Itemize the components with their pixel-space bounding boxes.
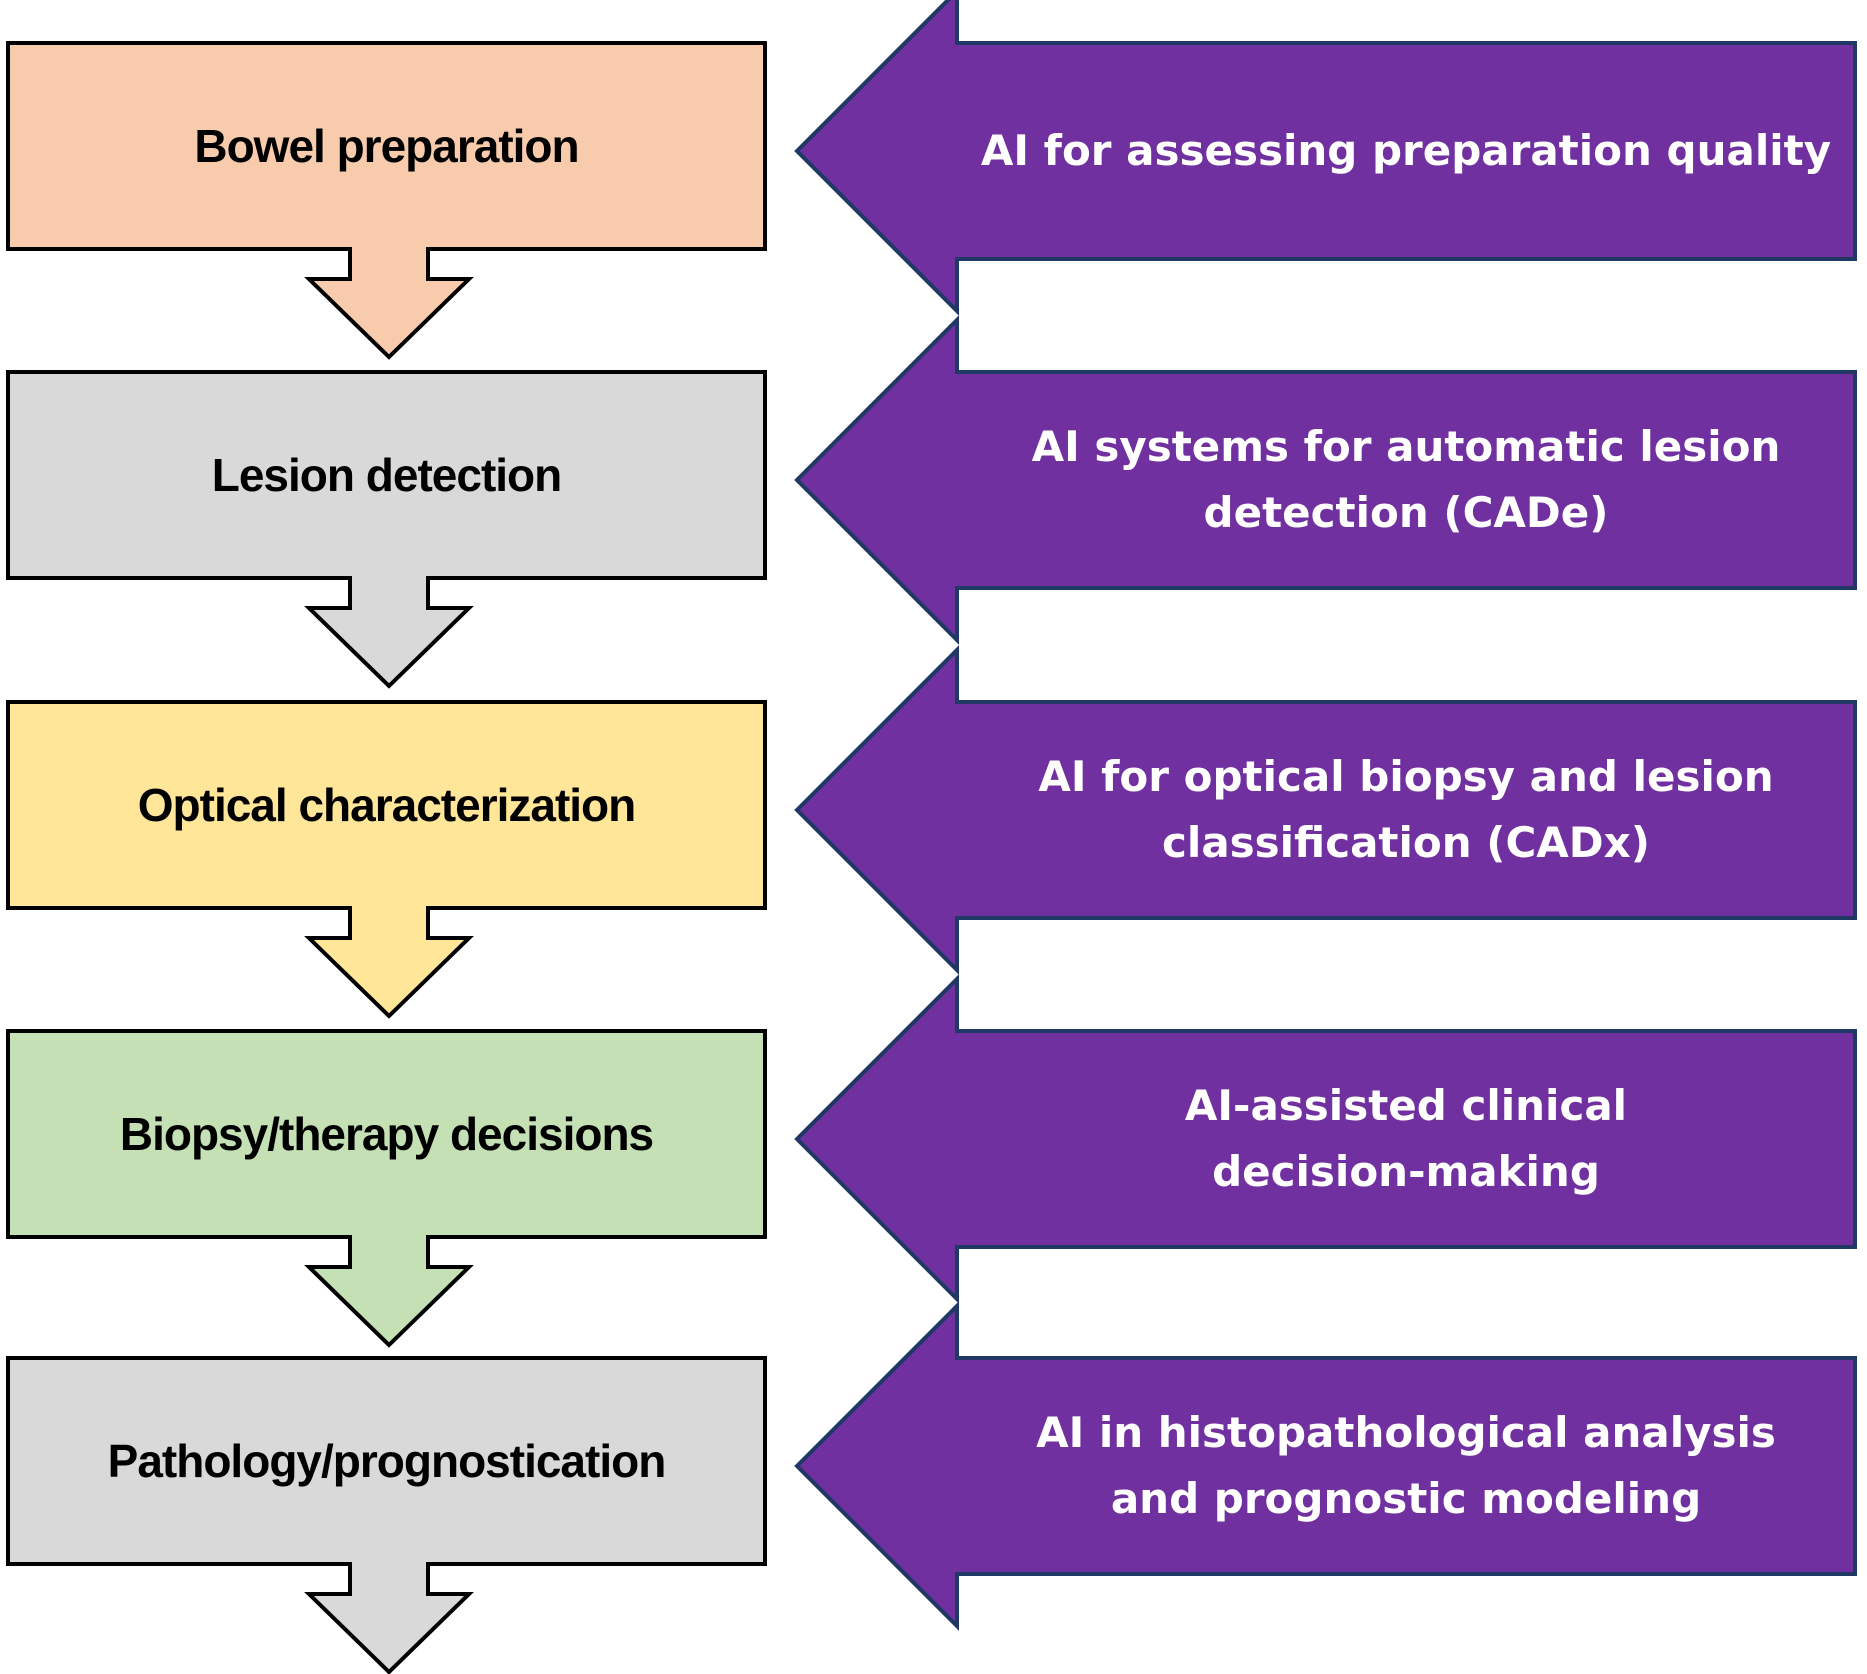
step-box-bowel-preparation [6, 41, 767, 360]
ai-label-lesion-detection-cade: AI systems for automatic lesion detectio… [1031, 422, 1781, 537]
step-box-optical-characterization [6, 700, 767, 1019]
ai-label-preparation-quality: AI for assessing preparation quality [980, 126, 1832, 176]
step-label-biopsy-therapy-decisions: Biopsy/therapy decisions [119, 1108, 654, 1160]
step-label-lesion-detection: Lesion detection [211, 449, 562, 501]
step-box-biopsy-therapy-decisions [6, 1029, 767, 1348]
ai-arrow-preparation-quality [794, 0, 1857, 316]
ai-arrow-clinical-decision-making [794, 974, 1857, 1304]
ai-arrow-histopathological-analysis [794, 1301, 1857, 1631]
ai-label-histopathological-analysis: AI in histopathological analysis and pro… [1036, 1408, 1776, 1523]
ai-label-clinical-decision-making: AI-assisted clinical decision-making [1184, 1081, 1628, 1196]
ai-label-optical-biopsy-cadx: AI for optical biopsy and lesion classif… [1038, 752, 1774, 867]
ai-arrow-optical-biopsy-cadx [794, 645, 1857, 975]
step-label-pathology-prognostication: Pathology/prognostication [107, 1435, 667, 1487]
step-label-bowel-preparation: Bowel preparation [194, 120, 579, 172]
ai-arrow-lesion-detection-cade [794, 315, 1857, 645]
step-label-optical-characterization: Optical characterization [137, 779, 637, 831]
step-box-pathology-prognostication [6, 1356, 767, 1674]
step-box-lesion-detection [6, 370, 767, 689]
